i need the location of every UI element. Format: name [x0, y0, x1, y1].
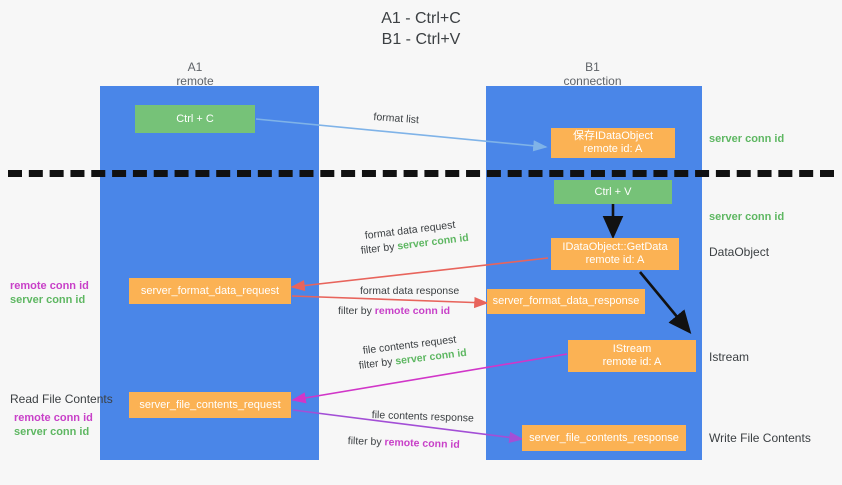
column-b1-role: connection [563, 74, 622, 88]
edge-filter-format-data-response: filter by remote conn id [338, 304, 450, 318]
node-ctrl-c[interactable]: Ctrl + C [135, 105, 255, 133]
node-server-format-data-request-label: server_format_data_request [140, 284, 280, 297]
phase-divider [8, 170, 834, 177]
filter-value-remote-conn-id: remote conn id [374, 305, 451, 317]
node-save-idataobject[interactable]: 保存IDataObject remote id: A [551, 128, 675, 158]
label-server-conn-id-lower: server conn id [14, 426, 90, 438]
label-istream: Istream [709, 350, 750, 364]
column-a1-role: remote [176, 74, 214, 88]
node-ctrl-v[interactable]: Ctrl + V [554, 180, 672, 204]
node-idataobject-getdata-line1: IDataObject::GetData [562, 241, 668, 253]
node-save-idataobject-line1: 保存IDataObject [572, 130, 654, 142]
filter-prefix: filter by [358, 355, 397, 372]
edge-filter-file-contents-response: filter by remote conn id [348, 434, 460, 452]
filter-prefix: filter by [338, 305, 375, 317]
node-server-format-data-request[interactable]: server_format_data_request [129, 278, 291, 304]
diagram-title: A1 - Ctrl+C B1 - Ctrl+V [0, 8, 842, 50]
label-dataobject: DataObject [709, 245, 770, 259]
node-server-format-data-response[interactable]: server_format_data_response [487, 289, 645, 314]
node-istream-line2: remote id: A [602, 356, 662, 368]
title-line-2: B1 - Ctrl+V [381, 31, 461, 48]
node-server-file-contents-request-label: server_file_contents_request [139, 398, 281, 411]
label-server-conn-id-top: server conn id [709, 133, 785, 145]
label-server-conn-id-upper: server conn id [10, 294, 86, 306]
node-server-file-contents-response[interactable]: server_file_contents_response [522, 425, 686, 451]
node-idataobject-getdata-line2: remote id: A [585, 254, 645, 266]
label-server-conn-id-second: server conn id [709, 211, 785, 223]
column-b1-name: B1 [585, 60, 600, 74]
label-remote-conn-id-lower: remote conn id [14, 412, 93, 424]
node-istream-line1: IStream [612, 343, 652, 355]
column-header-b1: B1 connection [485, 60, 700, 88]
filter-value-remote-conn-id: remote conn id [384, 436, 460, 451]
edge-label-format-data-response: format data response [360, 285, 460, 297]
filter-prefix: filter by [347, 434, 385, 449]
node-ctrl-c-label: Ctrl + C [176, 112, 214, 125]
node-save-idataobject-line2: remote id: A [583, 143, 643, 155]
node-server-format-data-response-label: server_format_data_response [492, 295, 640, 307]
node-idataobject-getdata[interactable]: IDataObject::GetData remote id: A [551, 238, 679, 270]
edge-label-format-list: format list [373, 110, 420, 127]
edge-label-file-contents-response: file contents response [371, 408, 475, 425]
node-server-file-contents-request[interactable]: server_file_contents_request [129, 392, 291, 418]
column-header-a1: A1 remote [100, 60, 290, 88]
column-a1-name: A1 [187, 60, 203, 74]
label-read-file-contents: Read File Contents [10, 392, 113, 406]
node-ctrl-v-label: Ctrl + V [594, 185, 632, 198]
label-write-file-contents: Write File Contents [709, 431, 811, 445]
label-remote-conn-id-upper: remote conn id [10, 280, 89, 292]
node-istream[interactable]: IStream remote id: A [568, 340, 696, 372]
filter-prefix: filter by [360, 240, 399, 257]
title-line-1: A1 - Ctrl+C [381, 10, 461, 27]
node-server-file-contents-response-label: server_file_contents_response [529, 431, 679, 444]
